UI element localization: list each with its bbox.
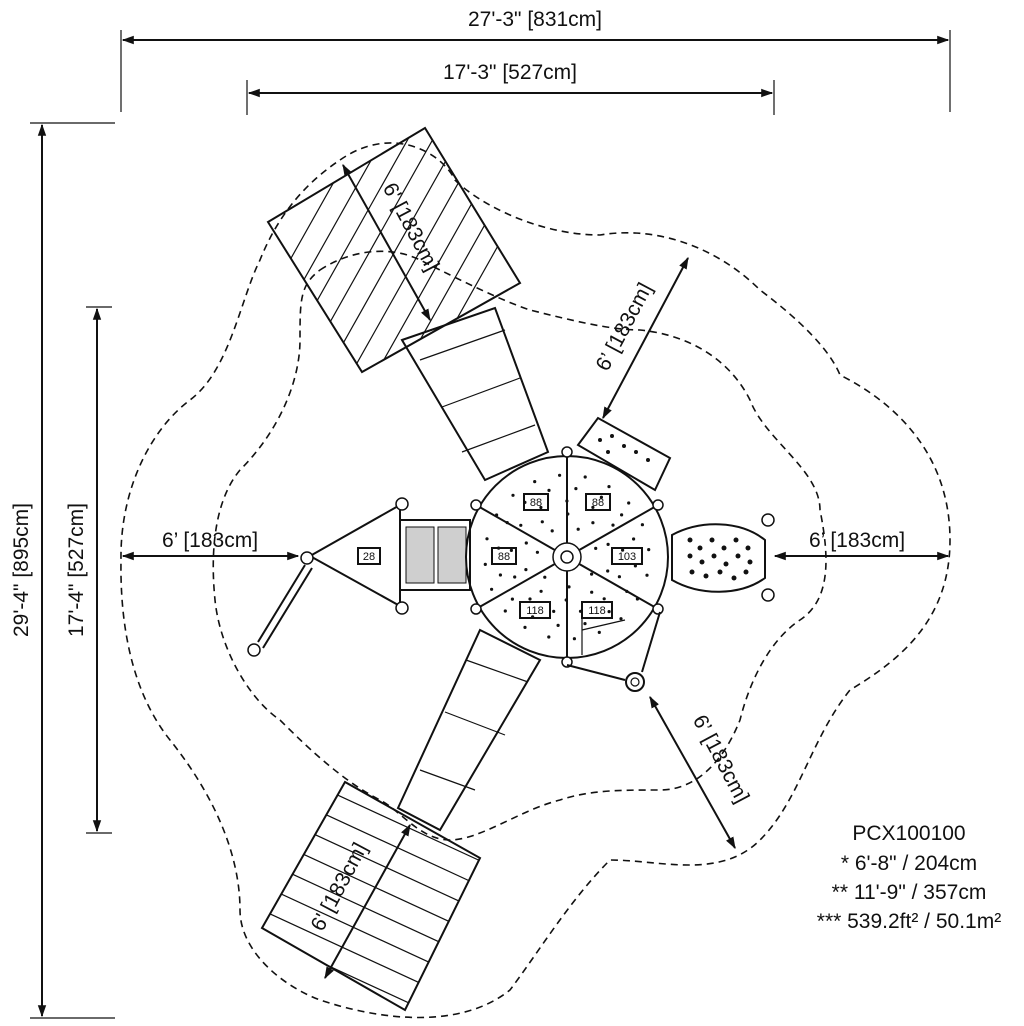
overall-depth-dimension: 29'-4" [895cm] [10, 122, 115, 1019]
climbing-panel [576, 416, 672, 492]
model-number: PCX100100 [852, 822, 965, 845]
slide-top-left [400, 306, 550, 482]
panel-tag-mid-left: 88 [498, 551, 510, 563]
spec-height-1: * 6'-8" / 204cm [841, 852, 977, 875]
overall-depth-label: 29'-4" [895cm] [10, 503, 33, 637]
panel-tag-top-right: 88 [592, 497, 604, 509]
slide-bottom-left [396, 628, 542, 832]
clearance-dimension-right: 6’ [183cm] [773, 529, 950, 561]
triangle-deck: 28 [247, 497, 409, 657]
bridge-walkway [399, 519, 471, 591]
clearance-dimension-left: 6’ [183cm] [121, 529, 300, 561]
panel-tag-top-left: 88 [530, 497, 542, 509]
inner-depth-dimension: 17'-4" [527cm] [65, 306, 112, 834]
panel-tag-mid-right: 103 [618, 551, 636, 563]
outer-use-zone-boundary [120, 142, 951, 1019]
inner-depth-label: 17'-4" [527cm] [65, 503, 88, 637]
clearance-dimension-top-right: 6’ [183cm] [592, 256, 689, 420]
triangle-deck-tag: 28 [363, 551, 375, 563]
spec-height-2: ** 11'-9" / 357cm [832, 881, 987, 904]
inner-width-label: 17'-3" [527cm] [443, 61, 577, 84]
central-deck: 88 88 88 103 118 118 [465, 446, 669, 668]
slide-exit-zone-bottom [260, 780, 482, 1012]
clearance-bottom-right-label: 6’ [183cm] [688, 711, 753, 807]
clearance-left-label: 6’ [183cm] [162, 529, 258, 552]
inner-use-zone-boundary [212, 250, 827, 841]
net-climber [671, 513, 775, 602]
spec-area: *** 539.2ft² / 50.1m² [817, 910, 1001, 933]
overall-width-dimension: 27'-3" [831cm] [120, 8, 951, 112]
panel-tag-bottom-left: 118 [526, 605, 544, 617]
clearance-top-right-label: 6’ [183cm] [592, 279, 657, 375]
spec-block: PCX100100 * 6'-8" / 204cm ** 11'-9" / 35… [817, 822, 1001, 933]
inner-width-dimension: 17'-3" [527cm] [246, 61, 775, 115]
clearance-dimension-top-left: 6' [183cm] [342, 163, 443, 322]
slide-exit-zone-top [266, 126, 522, 374]
panel-tag-bottom-right: 118 [588, 605, 606, 617]
overall-width-label: 27'-3" [831cm] [468, 8, 602, 31]
rope-ring-climber [566, 611, 661, 692]
clearance-dimension-bottom-right: 6’ [183cm] [649, 695, 753, 850]
clearance-right-label: 6’ [183cm] [809, 529, 905, 552]
